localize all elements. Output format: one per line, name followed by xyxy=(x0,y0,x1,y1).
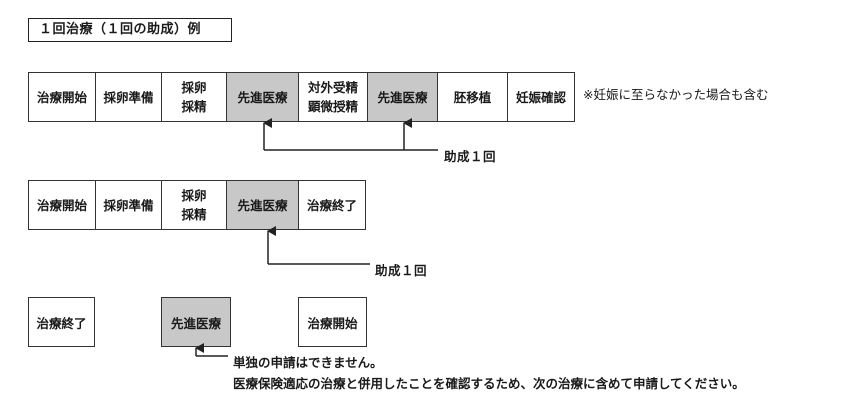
step-treatment-end: 治療終了 xyxy=(306,197,357,213)
step-treatment-start: 治療開始 xyxy=(29,73,96,121)
example-title: １回治療（１回の助成）例 xyxy=(28,18,232,42)
step-advanced-medical-care: 先進医療 xyxy=(227,181,299,229)
apply-with-next-treatment-message: 医療保険適応の治療と併用したことを確認するため、次の治療に含めて申請してください… xyxy=(233,376,745,391)
step-ivf-icsi: 対外受精顕微授精 xyxy=(299,73,368,121)
box-treatment-end: 治療終了 xyxy=(28,297,95,347)
step-embryo-transfer: 胚移植 xyxy=(438,73,508,121)
step-advanced-medical-care: 先進医療 xyxy=(227,73,299,121)
not-alone-pointer xyxy=(195,343,228,357)
step-egg-retrieval-prep: 採卵準備 xyxy=(96,181,162,229)
subsidy-once-label-1: 助成１回 xyxy=(444,149,497,164)
step-advanced-medical-care: 先進医療 xyxy=(368,73,438,121)
box-advanced-medical-care: 先進医療 xyxy=(161,297,231,347)
subsidy-bracket-2 xyxy=(267,226,370,265)
step-treatment-start: 治療開始 xyxy=(29,181,96,229)
subsidy-once-label-2: 助成１回 xyxy=(375,263,428,278)
subsidy-bracket-1 xyxy=(263,118,438,151)
cannot-apply-alone-message: 単独の申請はできません。 xyxy=(233,355,383,370)
treatment-flow-row-1: 治療開始 採卵準備 採卵採精 先進医療 対外受精顕微授精 先進医療 胚移植 妊娠… xyxy=(28,72,575,122)
pregnancy-note: ※妊娠に至らなかった場合も含む xyxy=(583,87,769,102)
treatment-flow-row-2: 治療開始 採卵準備 採卵採精 先進医療 治療終了 xyxy=(28,180,366,230)
box-treatment-start: 治療開始 xyxy=(298,297,367,347)
step-pregnancy-confirmation: 妊娠確認 xyxy=(515,89,566,105)
step-egg-retrieval-sperm-collection: 採卵採精 xyxy=(162,73,227,121)
step-egg-retrieval-sperm-collection: 採卵採精 xyxy=(162,181,227,229)
step-egg-retrieval-prep: 採卵準備 xyxy=(96,73,162,121)
